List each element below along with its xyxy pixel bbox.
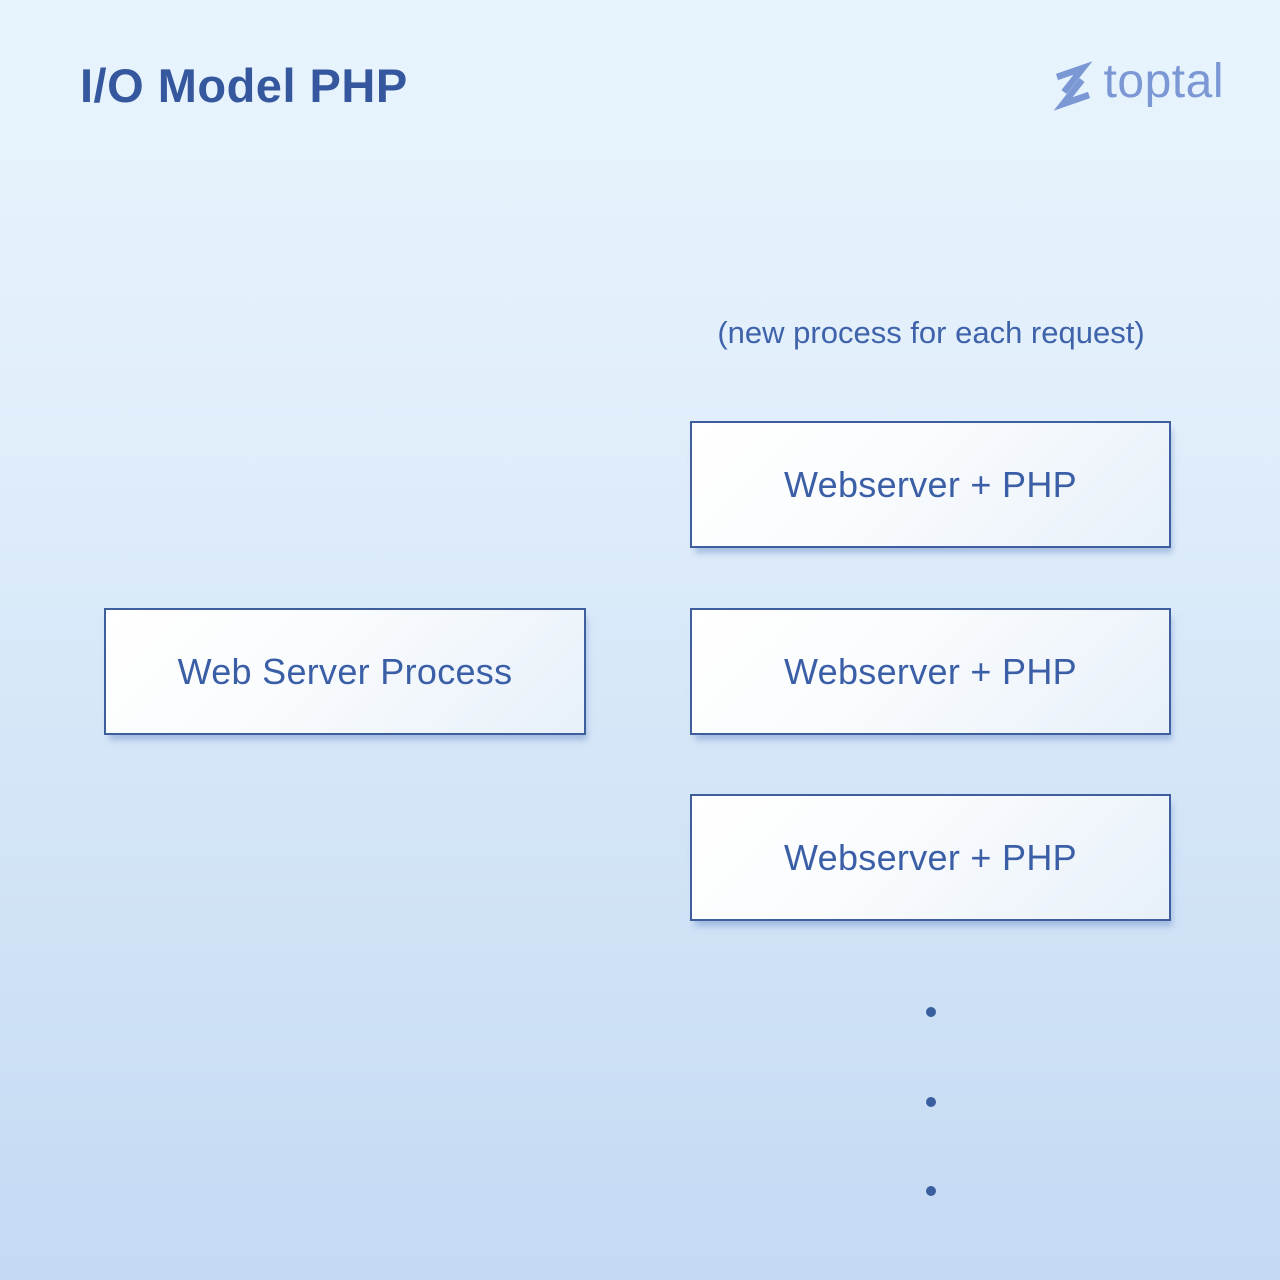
box-label: Webserver + PHP: [784, 836, 1077, 878]
toptal-chevrons-icon: [1053, 61, 1093, 111]
ellipsis-dot: [926, 1007, 936, 1017]
ellipsis-dot: [926, 1097, 936, 1107]
box-label: Web Server Process: [177, 650, 513, 692]
webserver-php-box-2: Webserver + PHP: [690, 608, 1171, 735]
diagram-caption: (new process for each request): [717, 315, 1145, 350]
toptal-wordmark: toptal: [1103, 55, 1224, 108]
box-label: Webserver + PHP: [784, 463, 1077, 505]
webserver-php-box-1: Webserver + PHP: [690, 421, 1171, 548]
page-title: I/O Model PHP: [80, 59, 408, 112]
web-server-process-box: Web Server Process: [104, 608, 586, 735]
webserver-php-box-3: Webserver + PHP: [690, 794, 1171, 921]
toptal-logo: toptal: [1050, 56, 1224, 112]
box-label: Webserver + PHP: [784, 650, 1077, 692]
ellipsis-dot: [926, 1186, 936, 1196]
